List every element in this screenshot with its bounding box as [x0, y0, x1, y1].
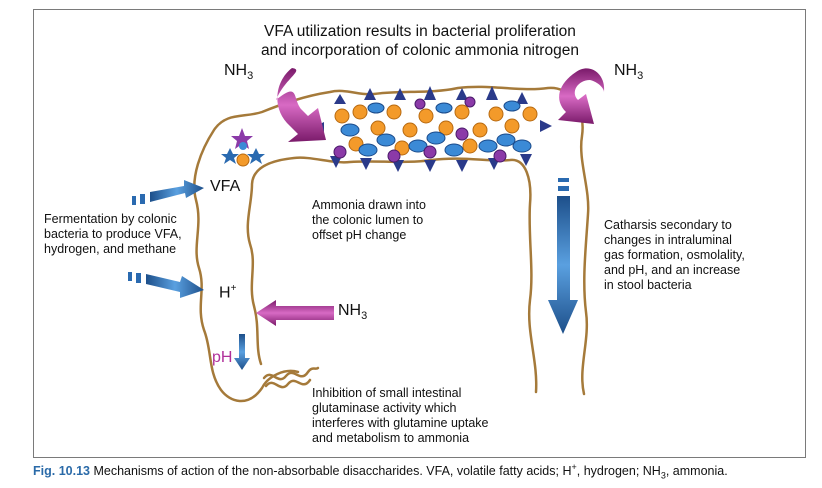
magenta-arrow-left	[276, 68, 326, 142]
hplus-label: H+	[219, 283, 237, 302]
colon-inner-wall	[246, 156, 538, 394]
blue-arrow-vfa	[132, 180, 204, 205]
caption-fig-number: Fig. 10.13	[33, 464, 90, 479]
nh3-middle-label: NH3	[338, 302, 368, 323]
nh3-left-label: NH3	[224, 62, 254, 83]
small-intestine	[262, 366, 320, 381]
bacteria-cluster	[312, 86, 552, 172]
diagram-title: VFA utilization results in bacterial pro…	[261, 23, 579, 59]
vfa-star-right	[247, 148, 265, 164]
nh3-right-label: NH3	[614, 62, 644, 83]
vfa-label: VFA	[210, 178, 241, 195]
vfa-star-left	[221, 148, 239, 164]
vfa-star-top	[231, 128, 253, 149]
magenta-arrow-right	[558, 68, 605, 124]
ph-label: pH	[212, 349, 233, 366]
blue-arrow-hplus	[128, 272, 204, 298]
inhibition-note: Inhibition of small intestinal glutamina…	[312, 386, 489, 445]
blue-arrow-catharsis	[548, 178, 578, 334]
vfa-blue-cell	[239, 142, 247, 150]
bacteria-spikes	[312, 86, 552, 172]
blue-arrow-ph	[234, 334, 250, 370]
figure-frame	[33, 9, 806, 458]
colon-outline	[193, 85, 590, 403]
colon-outer-wall	[193, 85, 590, 403]
magenta-arrow-nh3-middle	[256, 300, 334, 326]
figure-caption: Fig. 10.13 Mechanisms of action of the n…	[33, 462, 728, 481]
purple-cells	[333, 96, 507, 163]
catharsis-note: Catharsis secondary to changes in intral…	[604, 218, 745, 292]
vfa-orange-cell	[236, 153, 250, 167]
fermentation-note: Fermentation by colonic bacteria to prod…	[44, 212, 182, 256]
blue-cells	[340, 100, 532, 157]
vfa-bacteria	[221, 128, 265, 167]
small-intestine-2	[264, 378, 312, 389]
ammonia-note: Ammonia drawn into the colonic lumen to …	[312, 198, 426, 242]
orange-cells	[334, 104, 538, 156]
